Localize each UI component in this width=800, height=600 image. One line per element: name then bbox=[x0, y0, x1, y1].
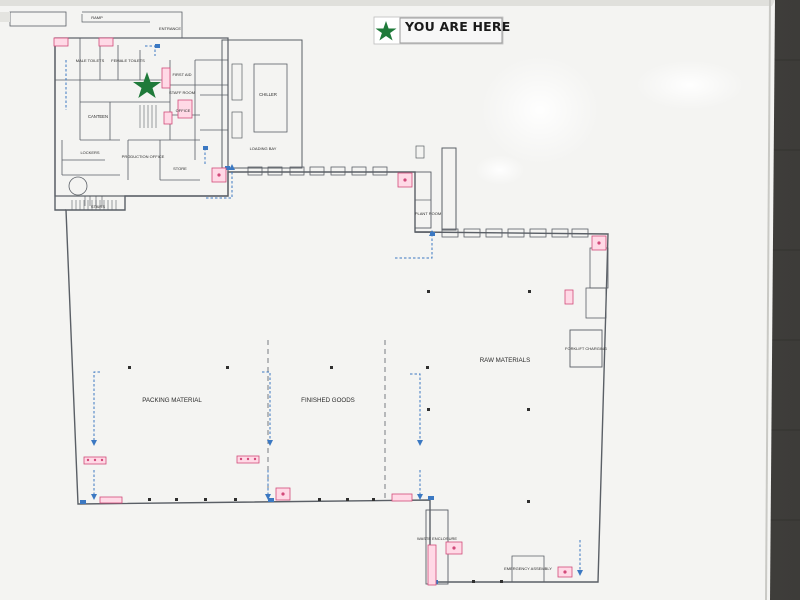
columns bbox=[128, 290, 531, 583]
room-plant-room: PLANT ROOM bbox=[415, 211, 441, 216]
whiteboard bbox=[0, 0, 775, 600]
office-staircase bbox=[84, 196, 103, 206]
evacuation-routes bbox=[65, 45, 581, 570]
legend-label: YOU ARE HERE bbox=[405, 19, 511, 34]
legend-star-icon bbox=[375, 21, 397, 41]
room-forklift-charging: FORKLIFT CHARGING bbox=[565, 346, 607, 351]
glare bbox=[480, 55, 600, 165]
room-chiller: CHILLER bbox=[259, 92, 277, 97]
label-ramp: RAMP bbox=[91, 15, 103, 20]
room-lockers: LOCKERS bbox=[80, 150, 99, 155]
room-waste-enclosure: WASTE ENCLOSURE bbox=[417, 536, 457, 541]
room-female-toilets: FEMALE TOILETS bbox=[111, 58, 145, 63]
zone-raw-materials: RAW MATERIALS bbox=[480, 357, 531, 364]
room-production-office: PRODUCTION OFFICE bbox=[122, 154, 165, 159]
room-canteen: CANTEEN bbox=[88, 114, 108, 119]
room-loading-bay: LOADING BAY bbox=[250, 146, 277, 151]
zone-packing-material: PACKING MATERIAL bbox=[142, 397, 202, 404]
zone-finished-goods: FINISHED GOODS bbox=[301, 397, 355, 404]
room-first-aid: FIRST AID bbox=[172, 72, 191, 77]
you-are-here-star bbox=[133, 72, 161, 98]
room-staff-room: STAFF ROOM bbox=[169, 90, 195, 95]
room-male-toilets: MALE TOILETS bbox=[76, 58, 105, 63]
label-entrance: ENTRANCE bbox=[159, 26, 181, 31]
legend bbox=[373, 16, 504, 45]
room-office: OFFICE bbox=[176, 108, 191, 113]
label-emergency-assembly: EMERGENCY ASSEMBLY bbox=[504, 566, 552, 571]
label-stairs: STAIRS bbox=[91, 204, 105, 209]
room-store: STORE bbox=[173, 166, 187, 171]
